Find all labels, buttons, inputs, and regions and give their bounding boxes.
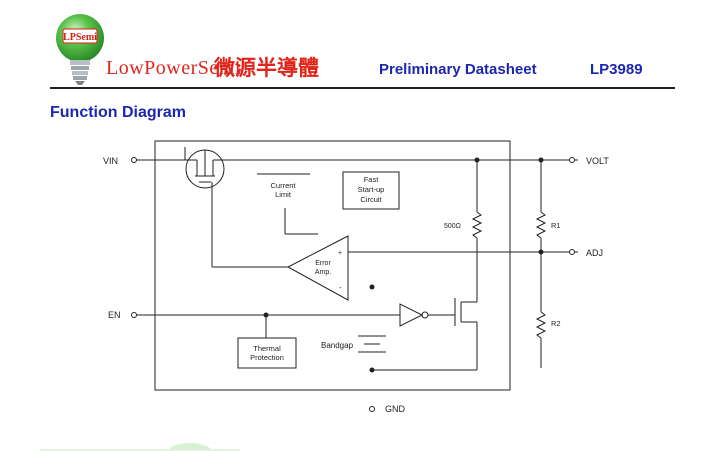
- junction-dot: [369, 367, 375, 373]
- en-inverter: [399, 303, 424, 327]
- amp-plus-label: +: [338, 250, 342, 257]
- junction-dot: [474, 157, 480, 163]
- part-number: LP3989: [590, 61, 643, 78]
- resistor-500ohm: [471, 211, 483, 239]
- pin-label-volt: VOLT: [586, 156, 609, 166]
- pin-adj-terminal: [569, 249, 575, 255]
- junction-dot: [369, 284, 375, 290]
- pin-label-adj: ADJ: [586, 248, 603, 258]
- brand-name-chinese: 微源半導體: [214, 56, 319, 80]
- pin-volt-terminal: [569, 157, 575, 163]
- resistor-r1-label: R1: [551, 221, 561, 230]
- resistor-r1: [535, 211, 547, 239]
- section-title: Function Diagram: [50, 104, 187, 121]
- fast-startup-block: [342, 171, 400, 210]
- header-divider: [50, 87, 675, 89]
- resistor-r2: [535, 311, 547, 339]
- resistor-500ohm-label: 500Ω: [444, 223, 461, 230]
- junction-dot: [538, 249, 544, 255]
- fast-startup-label-line3: Circuit: [360, 195, 382, 204]
- company-logo: LPSemi: [56, 14, 104, 85]
- current-limit-label-line2: Limit: [275, 190, 292, 199]
- pin-en-terminal: [131, 312, 137, 318]
- pin-label-gnd: GND: [385, 404, 406, 414]
- amp-minus-label: -: [339, 283, 342, 292]
- pin-label-en: EN: [108, 310, 121, 320]
- thermal-label-line1: Thermal: [253, 344, 281, 353]
- error-amp-label-line2: Amp.: [315, 269, 331, 276]
- junction-dot: [538, 157, 544, 163]
- footer-decoration: [40, 443, 240, 451]
- thermal-protection-block: [237, 337, 297, 369]
- error-amplifier: [286, 235, 349, 301]
- thermal-label-line2: Protection: [250, 353, 284, 362]
- chip-outline: [154, 140, 511, 391]
- fast-startup-label-line2: Start-up: [358, 185, 385, 194]
- document-kind: Preliminary Datasheet: [379, 61, 537, 78]
- pin-vin-terminal: [131, 157, 137, 163]
- error-amp-label-line1: Error: [315, 260, 331, 267]
- resistor-r2-label: R2: [551, 319, 561, 328]
- pin-label-vin: VIN: [103, 156, 118, 166]
- logo-badge-text: LPSemi: [63, 32, 97, 43]
- fast-startup-label-line1: Fast: [364, 175, 380, 184]
- pin-gnd-terminal: [369, 406, 375, 412]
- bandgap-label: Bandgap: [321, 341, 354, 350]
- brand-name-latin: LowPowerSemi: [106, 57, 241, 79]
- current-limit-label-line1: Current: [270, 181, 296, 190]
- junction-dot: [263, 312, 269, 318]
